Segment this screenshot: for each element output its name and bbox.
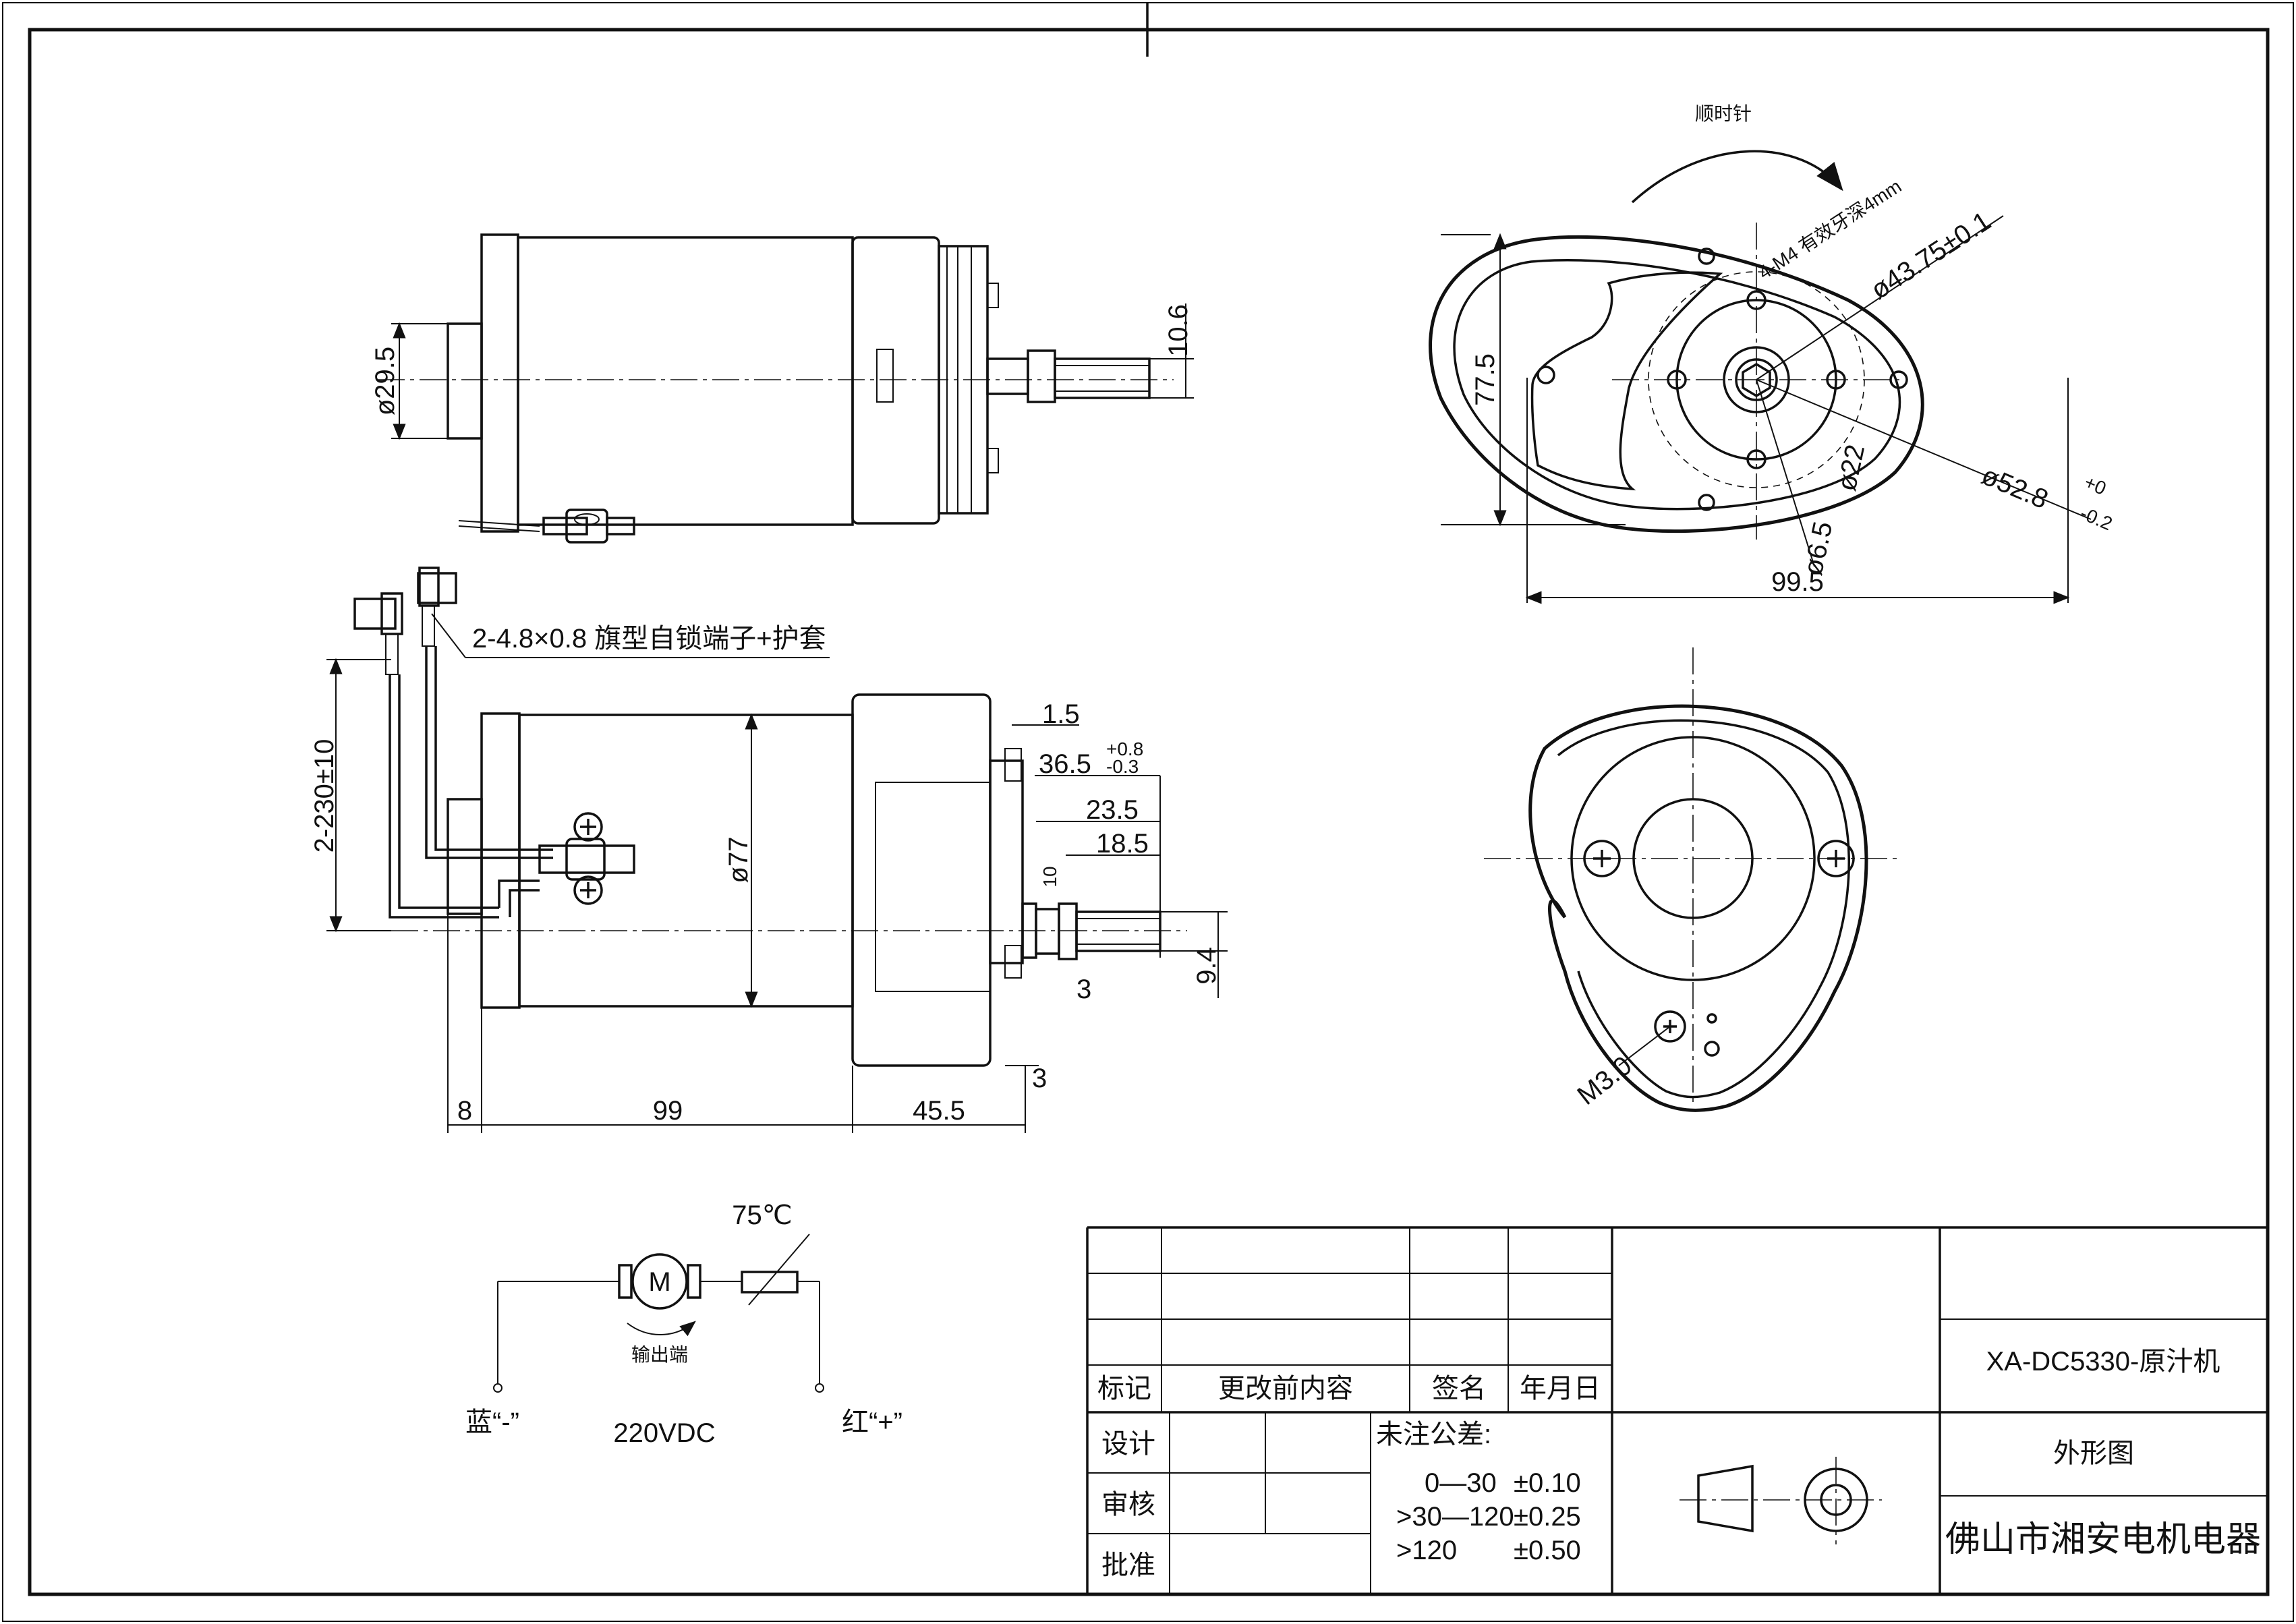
tolerance-range-1: 0—30 [1425,1468,1497,1498]
rear-view: M3.0 [1484,647,1902,1112]
dim-flange-tol-upper: +0 [2082,471,2110,499]
dim-45-5: 45.5 [913,1096,965,1126]
role-review: 审核 [1101,1490,1155,1519]
role-approve: 批准 [1101,1550,1155,1580]
dim-9-4: 9.4 [1192,947,1222,985]
dim-flange-diameter: ø52.8 [1977,461,2052,515]
inner-border [28,28,2270,1596]
role-design: 设计 [1101,1429,1155,1459]
dim-8: 8 [457,1096,472,1126]
company-name: 佛山市湘安电机电器 [1945,1520,2261,1559]
dim-99: 99 [653,1096,683,1126]
rev-header-change: 更改前内容 [1218,1374,1353,1403]
label-rotation: 顺时针 [1695,103,1752,124]
dim-hub-diameter: ø22 [1832,442,1870,494]
dim-body-diameter: ø77 [724,837,753,883]
label-voltage: 220VDC [613,1418,715,1448]
label-negative: 蓝“-” [465,1408,519,1437]
end-view: 顺时针 4-M4 有效牙深4mm ø43.75±0.1 ø52.8 +0 -0.… [1429,103,2116,604]
label-output: 输出端 [631,1344,688,1365]
note-terminal: 2-4.8×0.8 旗型自锁端子+护套 [472,624,826,654]
dim-thread-holes: 4-M4 有效牙深4mm [1754,175,1905,283]
dim-height: 77.5 [1470,353,1500,406]
model-number: XA-DC5330-原汁机 [1986,1347,2220,1376]
dim-10: 10 [1039,866,1060,887]
rev-header-sign: 签名 [1432,1374,1486,1403]
label-positive: 红“+” [842,1408,902,1437]
dim-1-5: 1.5 [1042,699,1080,729]
drawing-name: 外形图 [2053,1439,2134,1468]
dim-23-5: 23.5 [1086,795,1139,825]
wiring-schematic: M 输出端 75℃ 蓝“-” 220VDC 红“+” [465,1200,902,1448]
dim-pcd: ø43.75±0.1 [1866,206,1996,306]
dim-width: 99.5 [1771,567,1824,597]
label-thermal: 75℃ [732,1200,792,1230]
dim-flange-tol-lower: -0.2 [2077,502,2116,534]
front-view: ø77 2-4.8×0.8 旗型自锁端子+护套 2-230±10 [310,567,1228,1133]
dim-18-5: 18.5 [1096,829,1149,859]
tolerance-range-3: >120 [1396,1536,1457,1565]
dim-3-upper: 3 [1077,975,1091,1004]
dim-lead-length: 2-230±10 [310,739,339,853]
tolerance-value-2: ±0.25 [1514,1502,1581,1532]
motor-symbol: M [648,1267,670,1297]
tolerance-value-3: ±0.50 [1514,1536,1581,1565]
tolerance-value-1: ±0.10 [1514,1468,1581,1498]
rev-header-date: 年月日 [1520,1374,1601,1403]
dim-36-5-tol-upper: +0.8 [1106,738,1143,759]
side-view: ø29.5 10.6 [370,233,1194,544]
title-block: 标记 更改前内容 签名 年月日 设计 审核 批准 未注公差: 0—30 ±0.1… [1086,1226,2268,1594]
dim-boss-diameter: ø29.5 [370,347,400,415]
dim-shaft-flat: 10.6 [1164,304,1193,357]
dim-3-lower: 3 [1032,1064,1047,1093]
tolerance-title: 未注公差: [1376,1420,1491,1449]
tolerance-range-2: >30—120 [1396,1502,1514,1532]
dim-36-5-tol-lower: -0.3 [1106,756,1139,777]
rev-header-mark: 标记 [1097,1374,1151,1403]
dim-36-5: 36.5 [1039,749,1091,779]
